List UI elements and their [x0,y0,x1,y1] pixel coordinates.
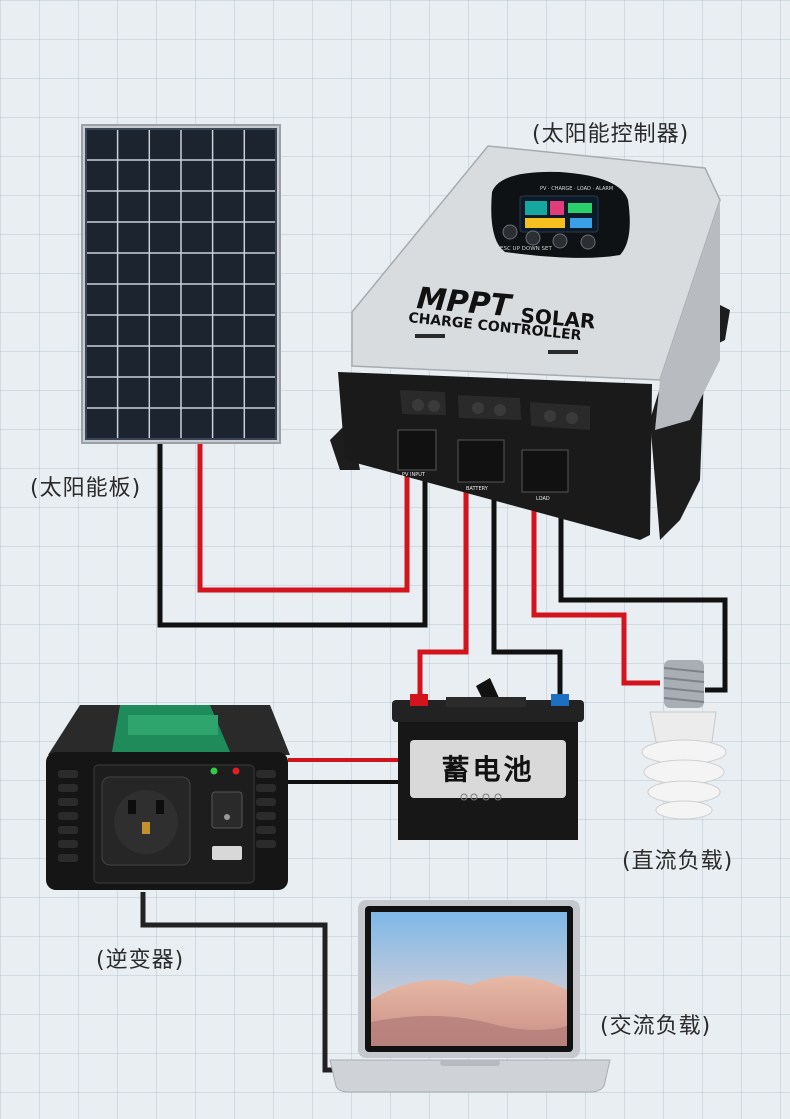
battery-label-text: 蓄电池 [441,753,535,786]
brand-mppt: MPPT [415,281,515,324]
solar-panel-caption: (太阳能板) [30,476,142,501]
panel-cell-grid [86,129,276,439]
pv-terminal-label: PV INPUT [402,472,426,478]
battery-positive-wire [417,450,469,700]
battery-terminal[interactable] [457,439,505,483]
load-negative-wire [558,470,728,693]
status-led-green [210,767,218,775]
battery-label-plate [410,740,566,798]
button-labels: ESC UP DOWN SET [500,246,552,252]
ac-cable [140,892,345,1073]
power-switch[interactable] [211,791,243,829]
dc-load-caption: (直流负载) [622,849,734,874]
set-button[interactable] [580,234,596,250]
laptop-base [329,1059,611,1093]
indicator-labels: PV · CHARGE · LOAD · ALARM [540,186,613,192]
ac-load-caption: (交流负载) [600,1014,712,1039]
usb-port[interactable] [212,846,242,860]
status-led-red [232,767,240,775]
battery-negative-terminal [551,694,569,706]
pv-positive-wire [197,440,410,593]
up-button[interactable] [525,230,541,246]
pv-negative-wire [157,440,428,628]
battery-negative-wire [491,450,563,700]
load-terminal[interactable] [521,449,569,493]
load-terminal-label: LOAD [536,496,550,502]
battery-positive-terminal [410,694,428,706]
esc-button[interactable] [502,224,518,240]
battery-terminal-label: BATTERY [466,486,489,492]
controller-caption: (太阳能控制器) [532,122,690,147]
load-positive-wire [531,470,660,686]
pv-input-terminal[interactable] [397,429,437,471]
inverter-caption: (逆变器) [96,948,185,973]
down-button[interactable] [552,233,568,249]
